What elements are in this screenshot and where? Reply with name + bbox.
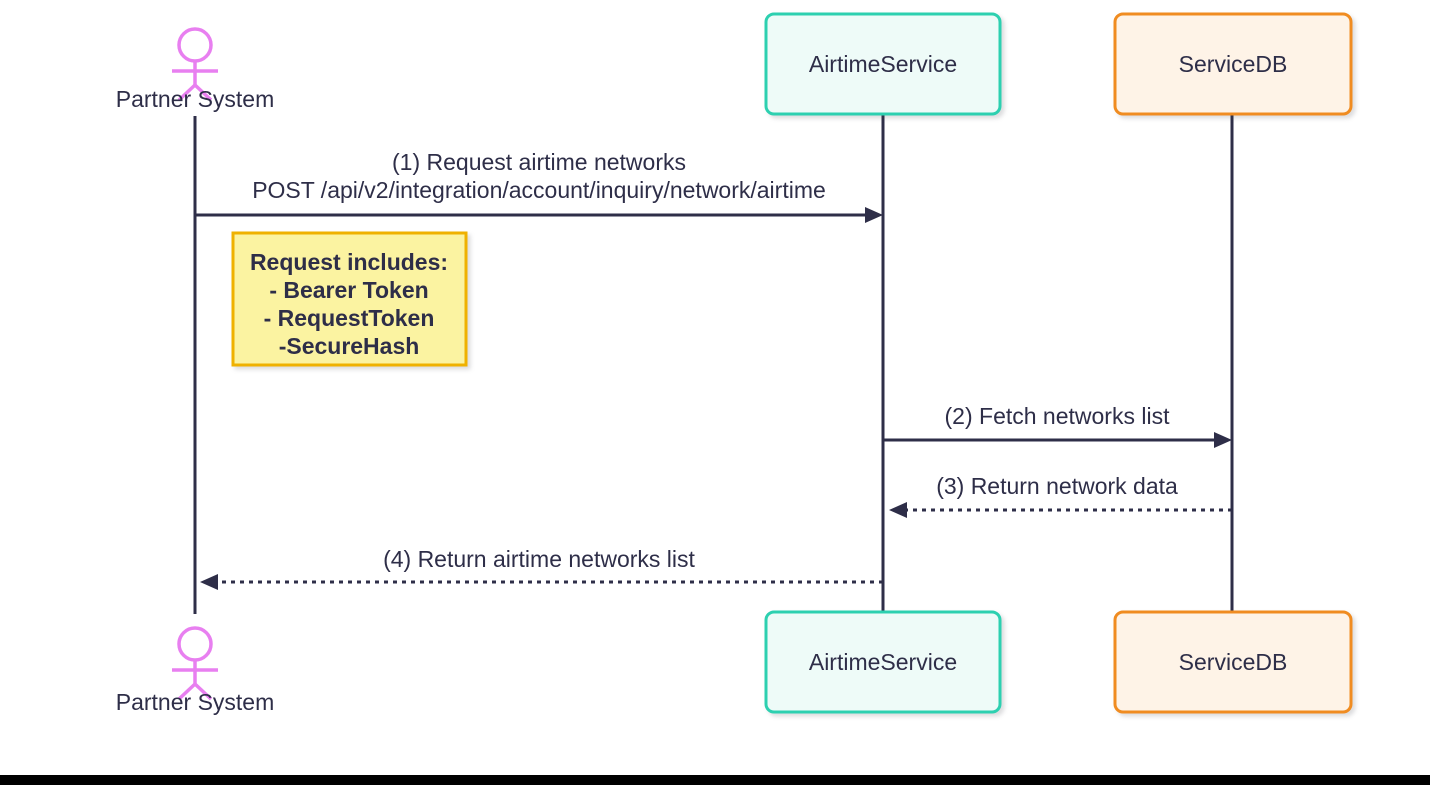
participant-box bbox=[764, 12, 1002, 116]
participant-label-airtime-service-bottom: AirtimeService bbox=[809, 649, 957, 675]
actor-leg-left-icon bbox=[177, 682, 197, 701]
message-3-arrowhead-icon bbox=[889, 502, 907, 518]
participant-box bbox=[1113, 12, 1353, 116]
message-1-arrowhead-icon bbox=[865, 207, 883, 223]
message-2-arrowhead-icon bbox=[1214, 432, 1232, 448]
message-4-arrowhead-icon bbox=[200, 574, 218, 590]
participant-box bbox=[1113, 610, 1353, 714]
actor-head-icon bbox=[177, 626, 213, 662]
note-line-3: - RequestToken bbox=[264, 305, 435, 331]
message-2-fetch-networks-list: (2) Fetch networks list bbox=[883, 403, 1232, 448]
message-1-label-line-1: (1) Request airtime networks bbox=[392, 149, 686, 175]
message-3-return-network-data: (3) Return network data bbox=[889, 473, 1232, 518]
actor-label-partner-system-bottom: Partner System bbox=[116, 689, 275, 715]
participant-airtime-service-top: AirtimeService bbox=[764, 12, 1002, 116]
message-3-label: (3) Return network data bbox=[936, 473, 1178, 499]
note-line-4: -SecureHash bbox=[279, 333, 420, 359]
message-1-request-airtime-networks: (1) Request airtime networks POST /api/v… bbox=[195, 149, 883, 223]
note-line-2: - Bearer Token bbox=[269, 277, 428, 303]
participant-service-db-bottom: ServiceDB bbox=[1113, 610, 1353, 714]
participant-box bbox=[764, 610, 1002, 714]
actor-partner-system-top: Partner System bbox=[116, 27, 275, 112]
actor-leg-right-icon bbox=[193, 83, 213, 102]
actor-partner-system-bottom: Partner System bbox=[116, 626, 275, 715]
participant-airtime-service-bottom: AirtimeService bbox=[764, 610, 1002, 714]
note-request-includes: Request includes: - Bearer Token - Reque… bbox=[231, 231, 468, 367]
message-2-label: (2) Fetch networks list bbox=[945, 403, 1171, 429]
actor-leg-right-icon bbox=[193, 682, 213, 701]
bottom-edge-bar bbox=[0, 775, 1430, 785]
note-box bbox=[231, 231, 468, 367]
note-line-1: Request includes: bbox=[250, 249, 448, 275]
participant-label-service-db-top: ServiceDB bbox=[1179, 51, 1288, 77]
message-1-label-line-2: POST /api/v2/integration/account/inquiry… bbox=[252, 177, 826, 203]
participant-label-service-db-bottom: ServiceDB bbox=[1179, 649, 1288, 675]
actor-head-icon bbox=[177, 27, 213, 63]
participant-service-db-top: ServiceDB bbox=[1113, 12, 1353, 116]
actor-label-partner-system-top: Partner System bbox=[116, 86, 275, 112]
message-4-label: (4) Return airtime networks list bbox=[383, 546, 695, 572]
participant-label-airtime-service-top: AirtimeService bbox=[809, 51, 957, 77]
actor-leg-left-icon bbox=[177, 83, 197, 102]
message-4-return-airtime-networks-list: (4) Return airtime networks list bbox=[200, 546, 883, 590]
